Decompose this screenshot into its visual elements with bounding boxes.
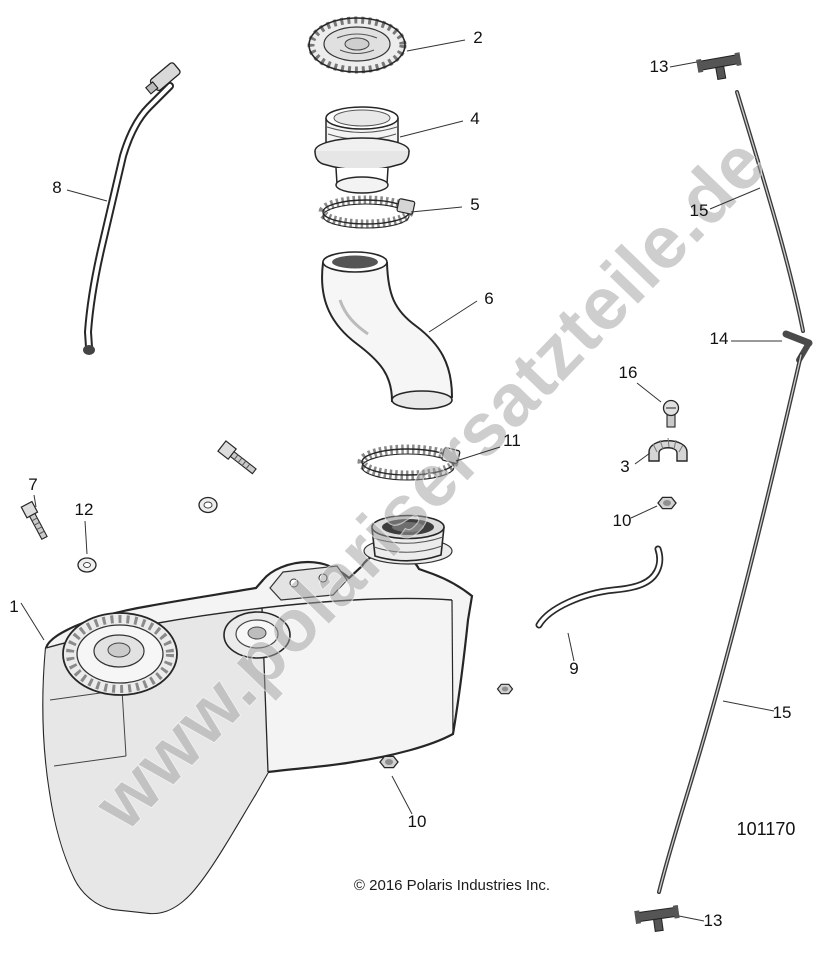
tank-inlet: [371, 514, 445, 562]
callout-1: 1: [9, 597, 18, 616]
tee-fitting-bottom: [634, 905, 680, 932]
callout-4: 4: [470, 109, 479, 128]
leader-line-15: [722, 700, 775, 712]
leader-line-13: [678, 915, 705, 922]
flange-nut: [379, 755, 399, 769]
leader-line-13: [669, 61, 698, 68]
fuel-sender-cap: [223, 611, 291, 659]
callout-15: 15: [773, 703, 792, 722]
leader-line-1: [20, 602, 45, 641]
callout-10: 10: [613, 511, 632, 530]
callout-2: 2: [473, 28, 482, 47]
copyright-notice: © 2016 Polaris Industries Inc.: [354, 877, 550, 894]
hose-elbow-fitting: [145, 62, 181, 95]
leader-line-9: [567, 632, 575, 662]
vent-hose-short: [535, 545, 664, 629]
leader-line-10: [391, 775, 413, 815]
fuel-tank: [42, 537, 474, 915]
elbow-fitting: [782, 330, 813, 363]
tank-bolt: [217, 440, 257, 475]
hose-clamp-upper: [318, 195, 416, 229]
leader-line-4: [399, 120, 464, 138]
mount-bracket: [269, 565, 348, 601]
part-number: 101170: [737, 819, 796, 839]
callout-15: 15: [690, 201, 709, 220]
leader-line-5: [410, 206, 463, 213]
leader-line-15: [709, 187, 761, 210]
leader-line-10: [630, 505, 658, 519]
flange-nut: [496, 683, 514, 695]
callout-14: 14: [710, 329, 729, 348]
callout-9: 9: [569, 659, 578, 678]
filler-neck: [314, 106, 410, 194]
callout-3: 3: [620, 457, 629, 476]
fuel-pump-module: [62, 612, 178, 696]
callout-13: 13: [650, 57, 669, 76]
hose-clamp-lower: [357, 444, 461, 481]
leader-line-8: [66, 189, 108, 202]
bolt: [20, 500, 48, 541]
tee-fitting-top: [696, 52, 742, 81]
leader-line-11: [455, 446, 501, 462]
flange-nut: [657, 496, 677, 510]
leader-line-6: [428, 300, 478, 333]
leader-line-3: [634, 452, 651, 465]
cable-clamp: [648, 437, 688, 462]
vent-hose: [83, 62, 181, 355]
leader-line-12: [84, 520, 88, 555]
callout-10: 10: [408, 812, 427, 831]
callout-7: 7: [28, 475, 37, 494]
leader-line-7: [33, 494, 37, 508]
fuel-cap: [307, 16, 407, 74]
vent-line-upper: [735, 90, 805, 333]
screw: [662, 399, 680, 428]
vent-line-lower: [657, 353, 803, 894]
callout-12: 12: [75, 500, 94, 519]
grommet: [198, 496, 218, 514]
filler-hose: [321, 251, 454, 410]
leader-line-16: [636, 382, 662, 403]
callout-11: 11: [503, 431, 521, 450]
callout-16: 16: [619, 363, 638, 382]
hose-end-fitting: [83, 345, 95, 355]
leader-line-2: [406, 39, 466, 52]
callout-5: 5: [470, 195, 479, 214]
callout-13: 13: [704, 911, 723, 930]
washer: [77, 557, 97, 573]
callout-8: 8: [52, 178, 61, 197]
callout-6: 6: [484, 289, 493, 308]
